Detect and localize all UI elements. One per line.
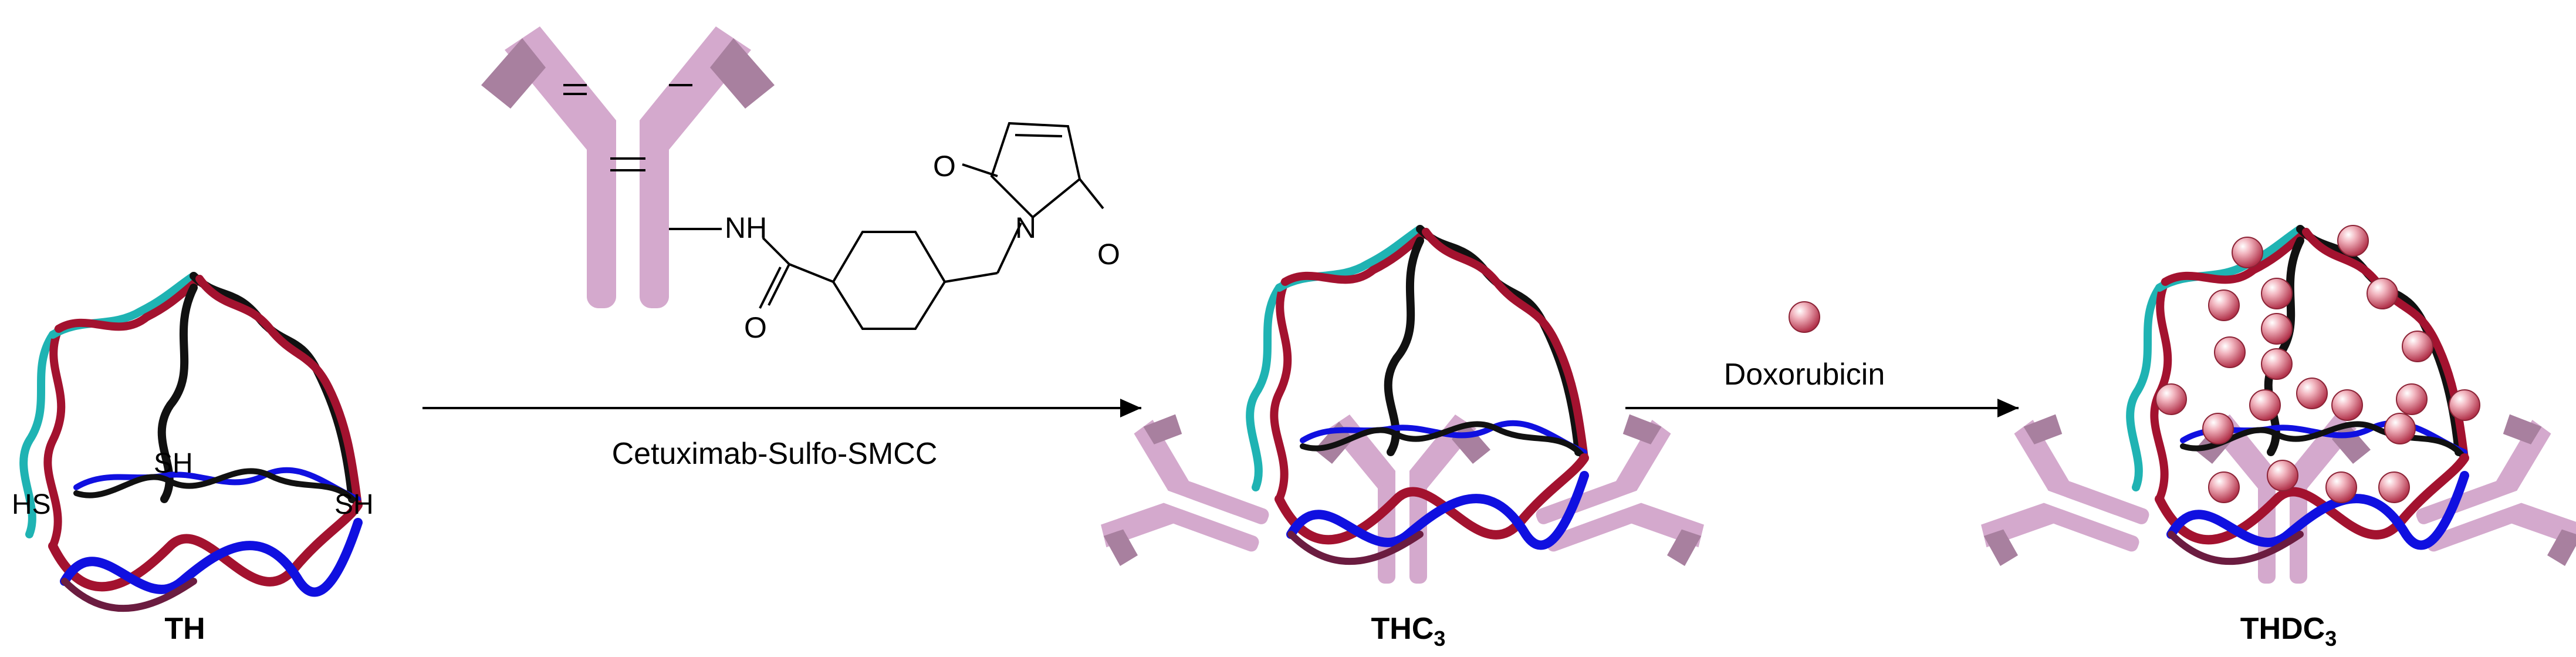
thiol-left: HS [12,489,51,520]
linker-o-right: O [1097,238,1120,271]
linker-n: N [1015,211,1036,244]
label-thc3: THC3 [1371,612,1446,651]
doxorubicin-icon [1789,301,1820,333]
th-structure [23,276,358,608]
linker-nh: NH [725,211,767,244]
smcc-linker-structure [669,122,1104,330]
thiol-center: SH [154,448,193,479]
linker-o-top: O [933,150,956,183]
thc3-structure [1090,229,1715,608]
label-thdc3: THDC3 [2240,612,2337,651]
label-th: TH [164,612,205,646]
cetuximab-antibody [481,26,775,308]
linker-o-amide: O [744,311,767,344]
reagent-2-label: Doxorubicin [1724,358,1885,392]
thiol-right: SH [334,489,374,520]
reagent-1-label: Cetuximab-Sulfo-SMCC [612,437,938,471]
